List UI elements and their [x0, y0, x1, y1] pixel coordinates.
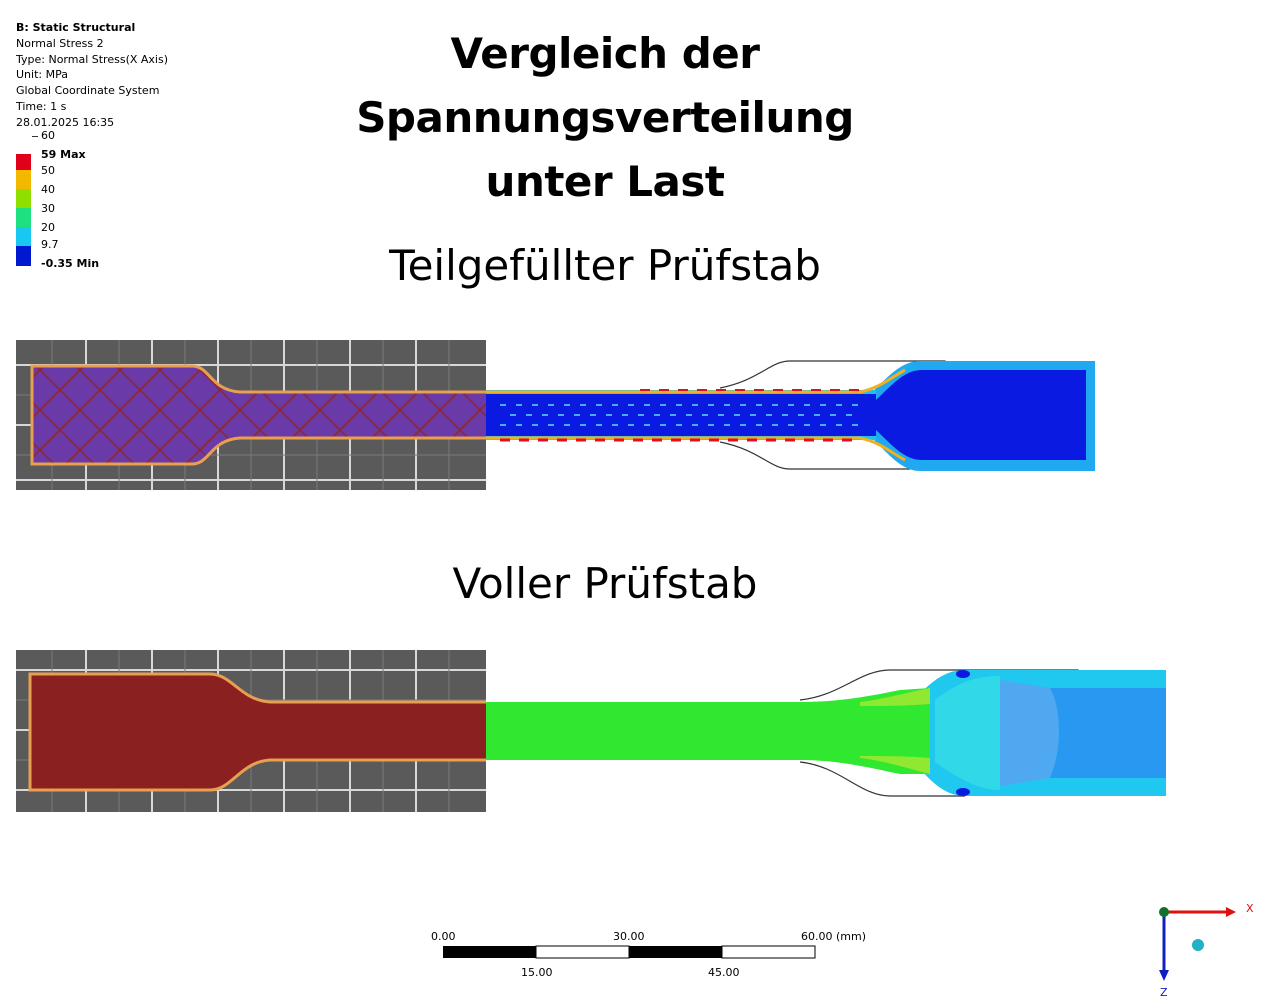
info-line-unit: Unit: MPa — [16, 68, 68, 82]
result-info: B: Static Structural Normal Stress 2 Typ… — [16, 20, 168, 131]
scale-bar-graphic — [443, 945, 816, 959]
legend-top-value: 60 — [41, 129, 55, 142]
legend-min: -0.35 Min — [41, 257, 100, 270]
page-title: Vergleich der Spannungsverteilung unter … — [200, 22, 1010, 214]
scale-label-0: 0.00 — [431, 930, 456, 943]
partial-specimen-infill — [30, 364, 486, 466]
stress-legend[interactable]: 60 59 Max 50 40 30 20 9.7 -0.35 Min — [16, 130, 136, 270]
isometric-view-ball[interactable] — [1192, 939, 1204, 951]
scale-label-45: 45.00 — [708, 966, 740, 979]
full-specimen-stress-plot — [486, 669, 1166, 797]
full-specimen-view[interactable] — [0, 640, 1261, 815]
page-title-line2: unter Last — [485, 157, 725, 206]
full-specimen-solid — [28, 672, 486, 792]
legend-max: 59 Max — [41, 148, 86, 161]
axis-triad[interactable]: X Z — [1140, 895, 1261, 1000]
legend-level-20: 20 — [41, 221, 55, 234]
scale-label-30: 30.00 — [613, 930, 645, 943]
legend-level-9-7: 9.7 — [41, 238, 59, 251]
info-line-time: Time: 1 s — [16, 99, 67, 113]
legend-band-green — [16, 189, 31, 208]
legend-band-blue — [16, 246, 31, 266]
info-line-type: Type: Normal Stress(X Axis) — [16, 52, 169, 66]
legend-level-30: 30 — [41, 202, 55, 215]
section-title-full: Voller Prüfstab — [452, 559, 758, 608]
partial-specimen-stress-plot — [486, 360, 1095, 471]
legend-band-yellow — [16, 170, 31, 189]
info-line-date: 28.01.2025 16:35 — [16, 115, 115, 129]
scale-label-15: 15.00 — [521, 966, 553, 979]
z-axis-label: Z — [1160, 986, 1168, 999]
info-line-coords: Global Coordinate System — [16, 84, 160, 98]
page-title-line1: Vergleich der Spannungsverteilung — [356, 29, 854, 142]
scale-label-60: 60.00 (mm) — [801, 930, 867, 943]
legend-level-40: 40 — [41, 183, 55, 196]
scale-bar: 0.00 30.00 60.00 (mm) 15.00 45.00 — [420, 928, 890, 983]
legend-band-teal — [16, 208, 31, 227]
legend-level-50: 50 — [41, 164, 55, 177]
x-axis-label: X — [1246, 902, 1254, 915]
partial-specimen-view[interactable] — [0, 330, 1261, 490]
info-title: B: Static Structural — [16, 21, 136, 34]
legend-band-cyan — [16, 227, 31, 246]
legend-band-red — [16, 154, 31, 170]
info-line-result: Normal Stress 2 — [16, 36, 104, 50]
section-title-partial: Teilgefüllter Prüfstab — [389, 241, 821, 290]
y-axis-indicator — [1159, 907, 1169, 917]
